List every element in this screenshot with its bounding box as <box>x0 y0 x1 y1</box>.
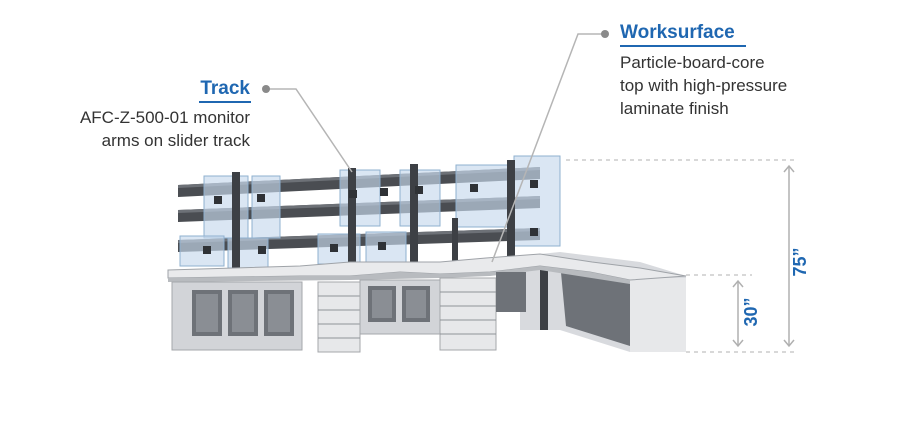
overall-height-label: 75” <box>790 247 810 276</box>
track-leader-dot <box>262 85 270 93</box>
worksurface-height-label: 30” <box>741 297 761 326</box>
track-posts <box>232 160 515 268</box>
track-leader-line <box>266 88 353 173</box>
worksurface-callout-line: Particle-board-core <box>620 53 765 72</box>
worksurface-callout-description: Particle-board-core top with high-pressu… <box>620 51 787 120</box>
worksurface-callout-line: top with high-pressure <box>620 76 788 95</box>
dimension-guides <box>566 159 798 353</box>
worksurface-leader-dot <box>601 30 609 38</box>
worksurface-callout-underline <box>620 45 746 47</box>
base-cabinets <box>171 272 526 353</box>
worksurface-top <box>167 253 687 284</box>
track-callout-line: AFC-Z-500-01 monitor <box>79 108 250 127</box>
track-callout-description: AFC-Z-500-01 monitor arms on slider trac… <box>80 106 250 152</box>
track-callout-underline <box>199 101 251 103</box>
desk-return <box>520 252 686 352</box>
worksurface-leader-line <box>491 33 605 263</box>
leader-lines <box>266 33 605 263</box>
worksurface-callout-line: laminate finish <box>620 99 729 118</box>
track-callout-title: Track <box>200 78 250 99</box>
monitor-mounts <box>203 180 538 254</box>
track-callout-line: arms on slider track <box>101 131 250 150</box>
worksurface-callout-title: Worksurface <box>620 22 735 43</box>
